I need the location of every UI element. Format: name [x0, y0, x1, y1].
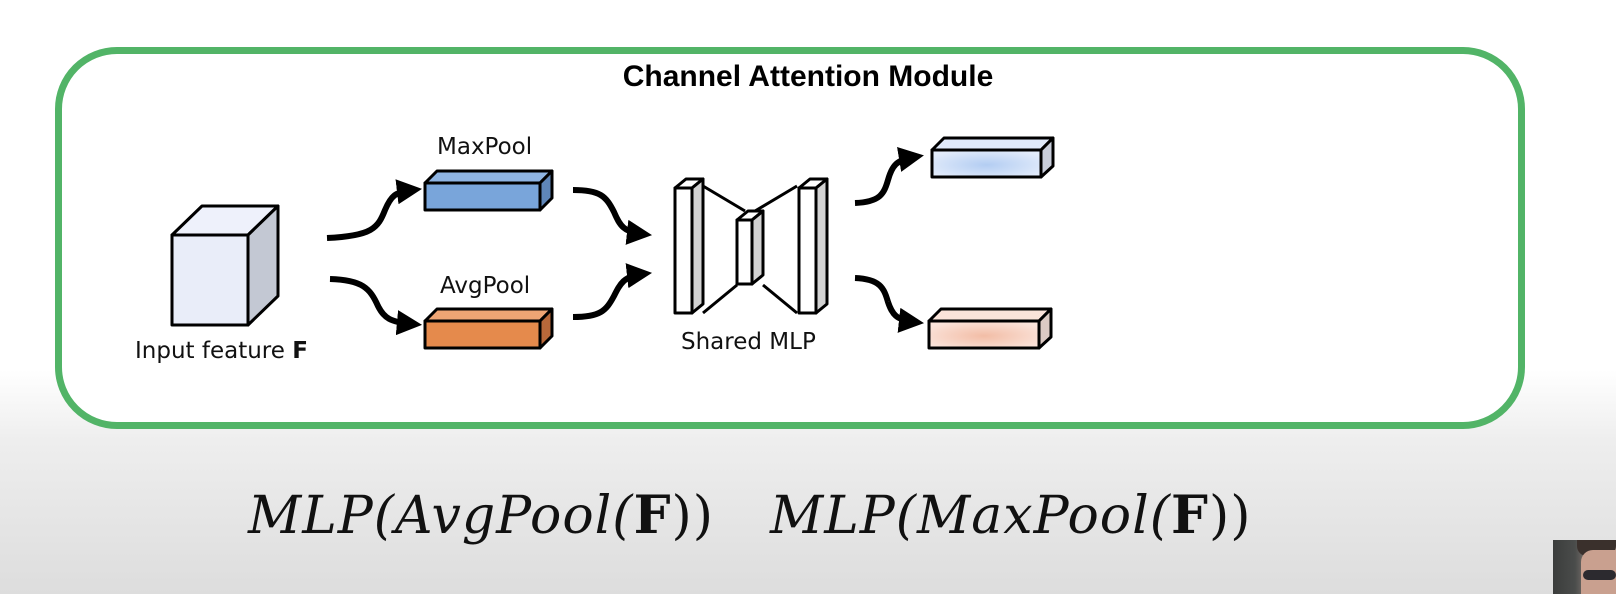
input-feature-cube	[170, 204, 280, 327]
maxpool-bar	[423, 169, 554, 212]
presenter-webcam-thumbnail	[1553, 540, 1616, 594]
avgpool-output-bar	[927, 307, 1053, 350]
arrow-input-to-avgpool	[329, 276, 423, 336]
formula-mlp-avgpool: MLP(AvgPool(F))	[248, 485, 714, 546]
formula-max-symbol: F	[1171, 485, 1209, 546]
formula-avg-prefix: MLP(AvgPool(	[248, 486, 634, 546]
arrow-input-to-maxpool	[326, 179, 423, 241]
maxpool-output-bar	[930, 136, 1055, 179]
formula-mlp-maxpool: MLP(MaxPool(F))	[770, 485, 1252, 546]
formula-avg-symbol: F	[633, 485, 672, 546]
input-feature-label: Input feature F	[135, 338, 308, 364]
input-feature-symbol: F	[292, 338, 308, 364]
arrow-avgpool-to-mlp	[572, 263, 653, 320]
channel-attention-module-frame	[55, 47, 1525, 429]
diagram-title: Channel Attention Module	[622, 60, 994, 93]
shared-mlp-label: Shared MLP	[681, 329, 816, 355]
webcam-sunglasses	[1583, 570, 1616, 580]
avgpool-bar	[423, 307, 554, 350]
arrow-mlp-to-max-output	[854, 147, 924, 206]
maxpool-label: MaxPool	[437, 134, 533, 160]
formula-max-prefix: MLP(MaxPool(	[770, 486, 1172, 546]
shared-mlp-block	[673, 177, 829, 315]
formula-avg-suffix: ))	[671, 486, 715, 546]
input-feature-text: Input feature	[135, 338, 293, 364]
arrow-mlp-to-avg-output	[854, 275, 925, 333]
avgpool-label: AvgPool	[440, 273, 531, 299]
formula-max-suffix: ))	[1208, 486, 1252, 546]
arrow-maxpool-to-mlp	[572, 187, 653, 245]
